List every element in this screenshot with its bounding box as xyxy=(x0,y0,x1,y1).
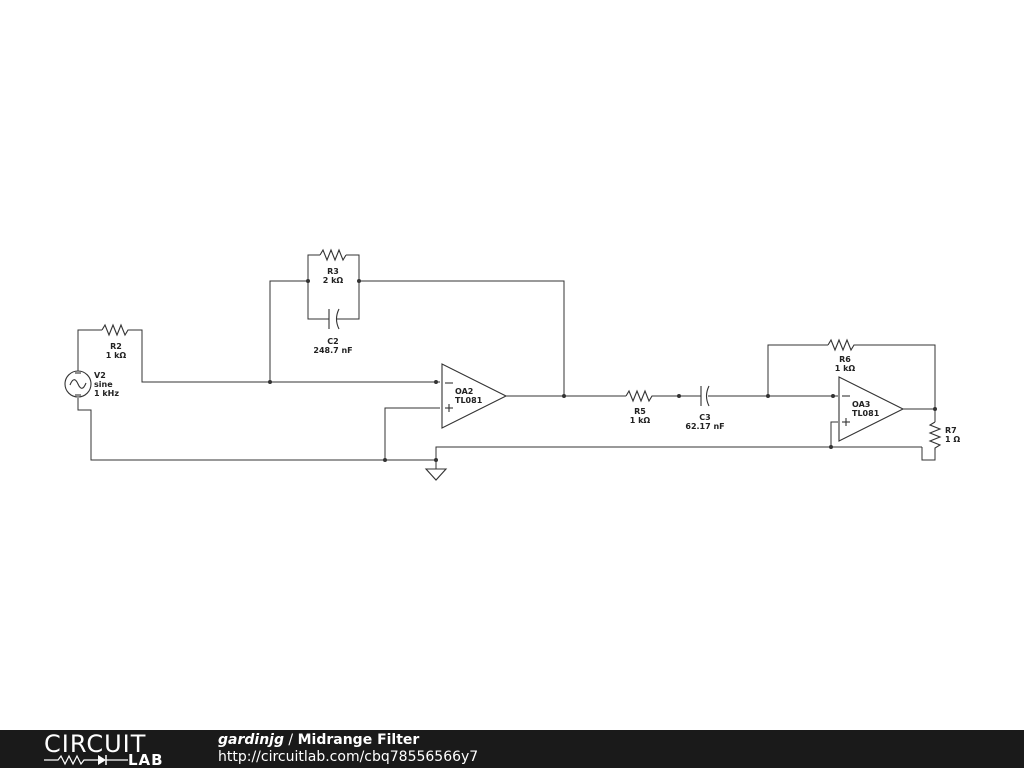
r5-name-label: R5 xyxy=(634,407,646,416)
capacitor-plate-curved xyxy=(705,385,710,407)
r5-value-label: 1 kΩ xyxy=(630,416,651,425)
resistor-icon xyxy=(319,248,347,262)
r3-name-label: R3 xyxy=(327,267,339,276)
oa2-name-label: OA2 xyxy=(455,387,473,396)
logo-resistor-diode-icon xyxy=(44,754,128,766)
footer-bar: CIRCUIT LAB gardinjg / Midrange Filter h… xyxy=(0,730,1024,768)
logo-lab-text: LAB xyxy=(128,751,164,769)
capacitor-c3[interactable]: C3 62.17 nF xyxy=(685,385,725,431)
circuit-credit: gardinjg / Midrange Filter xyxy=(218,732,419,748)
r2-name-label: R2 xyxy=(110,342,122,351)
wires xyxy=(77,254,936,469)
resistor-r2[interactable]: R2 1 kΩ xyxy=(101,323,130,360)
resistor-r3[interactable]: R3 2 kΩ xyxy=(319,248,347,285)
oa2-model-label: TL081 xyxy=(455,396,483,405)
capacitor-plate-curved xyxy=(335,308,340,330)
opamp-oa3[interactable]: OA3 TL081 xyxy=(838,376,905,442)
circuit-title: Midrange Filter xyxy=(297,732,420,748)
ground-icon xyxy=(424,468,448,481)
v2-type-label: sine xyxy=(94,380,113,389)
sine-source-icon xyxy=(64,370,92,398)
author-name[interactable]: gardinjg xyxy=(218,732,284,748)
voltage-source-v2[interactable]: V2 sine 1 kHz xyxy=(64,370,119,398)
resistor-icon xyxy=(625,389,655,403)
r2-value-label: 1 kΩ xyxy=(106,351,127,360)
circuit-schematic: V2 sine 1 kHz R2 1 kΩ R3 2 kΩ C2 248.7 n… xyxy=(64,248,960,481)
c2-name-label: C2 xyxy=(327,337,338,346)
resistor-r5[interactable]: R5 1 kΩ xyxy=(625,389,655,425)
capacitor-c2[interactable]: C2 248.7 nF xyxy=(313,308,353,355)
opamp-icon xyxy=(441,363,508,429)
c3-value-label: 62.17 nF xyxy=(685,422,724,431)
r6-value-label: 1 kΩ xyxy=(835,364,856,373)
opamp-oa2[interactable]: OA2 TL081 xyxy=(441,363,508,429)
r3-value-label: 2 kΩ xyxy=(323,276,344,285)
r7-value-label: 1 Ω xyxy=(945,435,960,444)
oa3-model-label: TL081 xyxy=(852,409,880,418)
v2-name-label: V2 xyxy=(94,371,106,380)
resistor-r7[interactable]: R7 1 Ω xyxy=(928,421,960,450)
r7-name-label: R7 xyxy=(945,426,957,435)
resistor-r6[interactable]: R6 1 kΩ xyxy=(827,338,856,373)
junction-dots xyxy=(268,279,937,462)
credit-separator: / xyxy=(283,732,298,748)
resistor-icon xyxy=(827,338,856,352)
logo-circuit-text: CIRCUIT xyxy=(44,730,147,758)
r6-name-label: R6 xyxy=(839,355,851,364)
oa3-name-label: OA3 xyxy=(852,400,870,409)
circuit-url-link[interactable]: http://circuitlab.com/cbq78556566y7 xyxy=(218,749,479,765)
c2-value-label: 248.7 nF xyxy=(313,346,352,355)
circuitlab-logo[interactable]: CIRCUIT LAB xyxy=(40,730,180,769)
c3-name-label: C3 xyxy=(699,413,710,422)
opamp-icon xyxy=(838,376,905,442)
v2-frequency-label: 1 kHz xyxy=(94,389,119,398)
ground-symbol xyxy=(424,468,448,481)
resistor-icon xyxy=(928,421,942,450)
resistor-icon xyxy=(101,323,130,337)
